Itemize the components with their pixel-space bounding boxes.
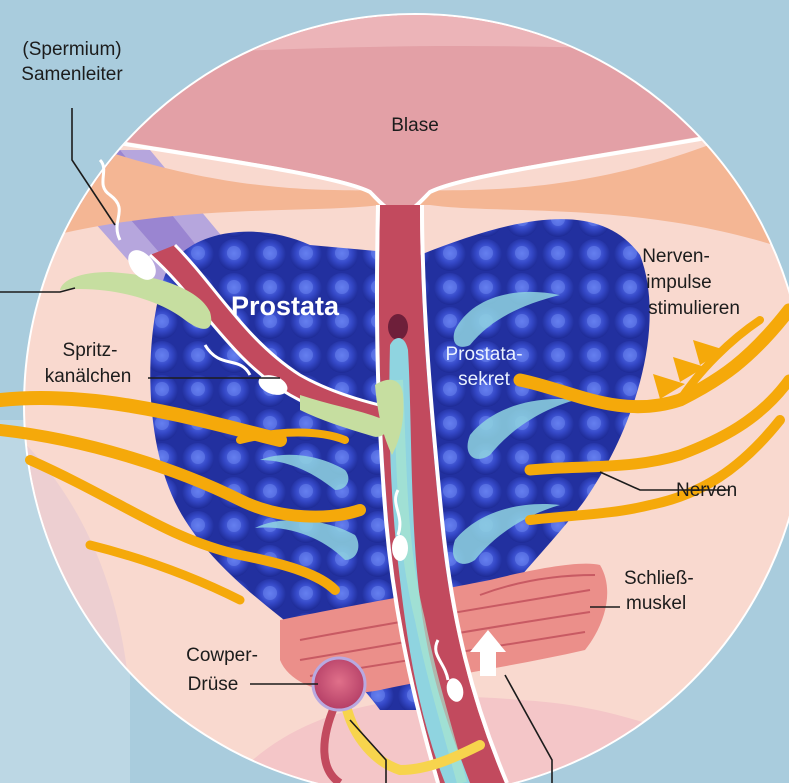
label-cowper-2: Drüse bbox=[188, 674, 239, 695]
label-nervenimpulse-3: stimulieren bbox=[648, 298, 740, 319]
label-nervenimpulse-2: impulse bbox=[646, 272, 711, 293]
label-samenleiter-1: (Spermium) bbox=[22, 39, 121, 60]
label-prostatasekret-2: sekret bbox=[458, 369, 510, 390]
label-schliessmuskel-1: Schließ- bbox=[624, 568, 694, 589]
label-samenleiter-2: Samenleiter bbox=[21, 64, 123, 85]
label-blase: Blase bbox=[391, 115, 439, 136]
label-prostata: Prostata bbox=[231, 291, 340, 321]
label-nervenimpulse-1: Nerven- bbox=[642, 246, 710, 267]
label-prostatasekret-1: Prostata- bbox=[445, 344, 522, 365]
label-nerven: Nerven bbox=[676, 480, 737, 501]
label-schliessmuskel-2: muskel bbox=[626, 593, 686, 614]
label-spritz-1: Spritz- bbox=[63, 340, 118, 361]
label-spritz-2: kanälchen bbox=[45, 366, 132, 387]
label-cowper-1: Cowper- bbox=[186, 645, 258, 666]
